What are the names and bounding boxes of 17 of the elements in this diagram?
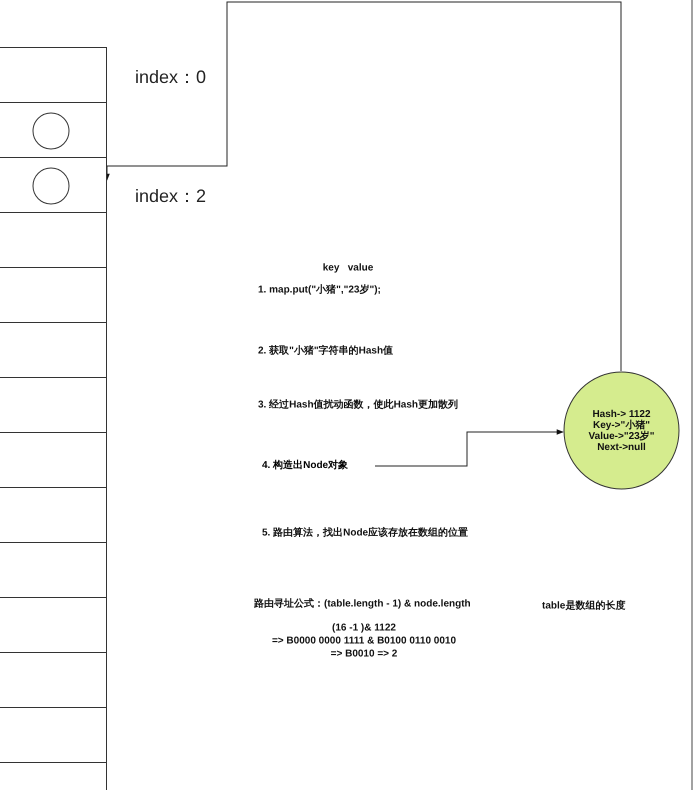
empty-circle bbox=[32, 112, 70, 150]
index-label: index：2 bbox=[135, 185, 206, 208]
calculation-text: => B0000 0000 1111 & B0100 0110 0010 bbox=[272, 634, 456, 648]
formula-text: 路由寻址公式：(table.length - 1) & node.length bbox=[254, 598, 471, 610]
note-text: table是数组的长度 bbox=[542, 600, 626, 612]
step-text: 1. map.put("小猪","23岁"); bbox=[258, 284, 381, 296]
node-circle: Hash-> 1122 Key->"小猪" Value->"23岁" Next->null bbox=[563, 371, 680, 490]
step-text: 2. 获取"小猪"字符串的Hash值 bbox=[258, 344, 394, 358]
step-text: 3. 经过Hash值扰动函数，使此Hash更加散列 bbox=[258, 398, 458, 412]
column-heading: key value bbox=[322, 262, 374, 274]
step-text: 5. 路由算法，找出Node应该存放在数组的位置 bbox=[262, 526, 468, 540]
step-text: 4. 构造出Node对象 bbox=[262, 458, 348, 474]
calculation-text: (16 -1 )& 1122 bbox=[332, 622, 396, 634]
arrow bbox=[374, 429, 564, 466]
empty-circle bbox=[32, 167, 70, 205]
index-label: index：0 bbox=[135, 66, 206, 89]
calculation-text: => B0010 => 2 bbox=[330, 648, 398, 660]
